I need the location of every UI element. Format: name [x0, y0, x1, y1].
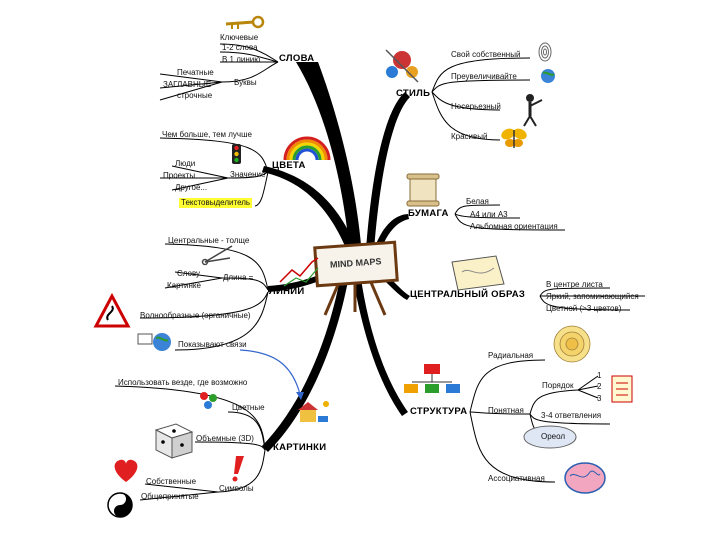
- branch-obraz-title: ЦЕНТРАЛЬНЫЙ ОБРАЗ: [410, 289, 526, 300]
- linii-item-tsentralnye: Центральные - толще: [168, 236, 250, 245]
- bumaga-item-belaya: Белая: [466, 197, 489, 206]
- house-picture-icon: [298, 401, 329, 422]
- linii-item-pokazyvayut-svyazi: Показывают связи: [178, 340, 247, 349]
- branch-slova-title: СЛОВА: [279, 53, 315, 64]
- heart-icon: [114, 459, 138, 482]
- struktura-item-ponyatnaya: Понятная: [488, 406, 524, 415]
- struktura-item-poryadok: Порядок: [542, 381, 574, 390]
- obraz-item-yarkiy: Яркий, запоминающийся: [546, 292, 639, 301]
- branch-kartinki-title: КАРТИНКИ: [273, 442, 327, 453]
- linii-item-dlina: Длина =: [223, 273, 254, 282]
- struktura-item-3-4-otvetvleniya: 3-4 ответвления: [541, 411, 602, 420]
- linii-item-slovu: Слову: [177, 269, 201, 278]
- dice-icon: [154, 423, 194, 459]
- list-order-icon: [611, 375, 633, 403]
- struktura-item-radialnaya: Радиальная: [488, 351, 534, 360]
- slova-item-zaglavnye: ЗАГЛАВНЫЕ: [163, 80, 212, 89]
- struktura-item-assotsiativnaya: Ассоциативная: [488, 474, 545, 483]
- compass-icon: [201, 245, 233, 266]
- linii-item-volnoobraznye: Волнообразные (органичные): [140, 311, 251, 320]
- slova-item-klyuchevye: Ключевые: [220, 33, 259, 42]
- branch-bumaga-title: БУМАГА: [408, 208, 449, 219]
- traffic-light-icon: [232, 144, 241, 164]
- butterfly-icon: [501, 128, 527, 148]
- link-arrow-head: [296, 392, 304, 400]
- clown-figure-icon: [523, 94, 543, 127]
- linii-item-kartinke: Картинке: [167, 281, 201, 290]
- branch-linii-title: ЛИНИИ: [269, 286, 305, 297]
- fingerprint-icon: [538, 42, 552, 62]
- link-arrow: [239, 349, 301, 395]
- central-easel: [279, 240, 399, 316]
- stil-item-krasivy: Красивый: [451, 132, 488, 141]
- slova-item-1-2-slova: 1-2 слова: [222, 43, 258, 52]
- rainbow-icon: [283, 136, 331, 161]
- slova-item-strochnye: строчные: [177, 91, 213, 100]
- sculptor-icon: [385, 49, 419, 83]
- paper-scroll-icon: [406, 173, 440, 207]
- slova-item-pechatnye: Печатные: [177, 68, 214, 77]
- branch-tsveta-title: ЦВЕТА: [272, 160, 306, 171]
- struktura-item-num-3: 3: [597, 394, 602, 403]
- bumaga-item-albomnaya: Альбомная ориентация: [470, 222, 558, 231]
- slova-item-v-1-liniyu: В 1 линию: [222, 55, 261, 64]
- struktura-item-num-2: 2: [597, 382, 602, 391]
- globe-person-icon: [541, 69, 555, 83]
- slova-item-bukvy: Буквы: [234, 78, 257, 87]
- tsveta-item-chem-bolshe: Чем больше, тем лучше: [162, 130, 252, 139]
- exclamation-icon: [232, 456, 244, 482]
- halo-cloud-icon: [523, 425, 577, 449]
- tsveta-item-proekty: Проекты: [163, 171, 196, 180]
- map-sketch-icon: [451, 255, 505, 291]
- kartinki-item-ispolzovat: Использовать везде, где возможно: [118, 378, 248, 387]
- radial-target-icon: [553, 325, 591, 363]
- tsveta-item-tekstovydelitel: Текстовыделитель: [179, 198, 253, 208]
- stil-item-svoy: Свой собственный: [451, 50, 521, 59]
- struktura-item-oreol: Ореол: [541, 432, 566, 441]
- kartinki-item-simvoly: Символы: [219, 484, 254, 493]
- kartinki-item-obscheprinyatye: Общепринятые: [141, 492, 199, 501]
- colored-balls-icon: [200, 392, 217, 409]
- tsveta-item-drugoe: Другое...: [175, 183, 208, 192]
- struktura-item-num-1: 1: [597, 371, 602, 380]
- org-chart-icon: [404, 364, 460, 393]
- kartinki-item-obemnye: Объемные (3D): [196, 434, 254, 443]
- key-icon: [225, 15, 265, 29]
- globe-link-icon: [137, 333, 171, 351]
- stil-item-neseryezny: Несерьезный: [451, 102, 501, 111]
- bumaga-item-a4: А4 или А3: [470, 210, 508, 219]
- obraz-item-tsvetnoy: Цветной (>3 цветов): [546, 304, 622, 313]
- yin-yang-icon: [107, 492, 133, 518]
- winding-road-sign-icon: [93, 292, 131, 328]
- tsveta-item-lyudi: Люди: [175, 159, 196, 168]
- stil-item-preuvelichivayte: Преувеличивайте: [451, 72, 517, 81]
- obraz-item-v-tsentre: В центре листа: [546, 280, 603, 289]
- tsveta-item-znachenie: Значение: [230, 170, 266, 179]
- brain-icon: [564, 462, 606, 494]
- kartinki-item-tsvetnye: Цветные: [232, 403, 265, 412]
- kartinki-item-sobstvennye: Собственные: [146, 477, 197, 486]
- branch-stil-title: СТИЛЬ: [396, 88, 431, 99]
- sub-branches: [114, 43, 645, 501]
- branch-struktura-title: СТРУКТУРА: [410, 406, 468, 417]
